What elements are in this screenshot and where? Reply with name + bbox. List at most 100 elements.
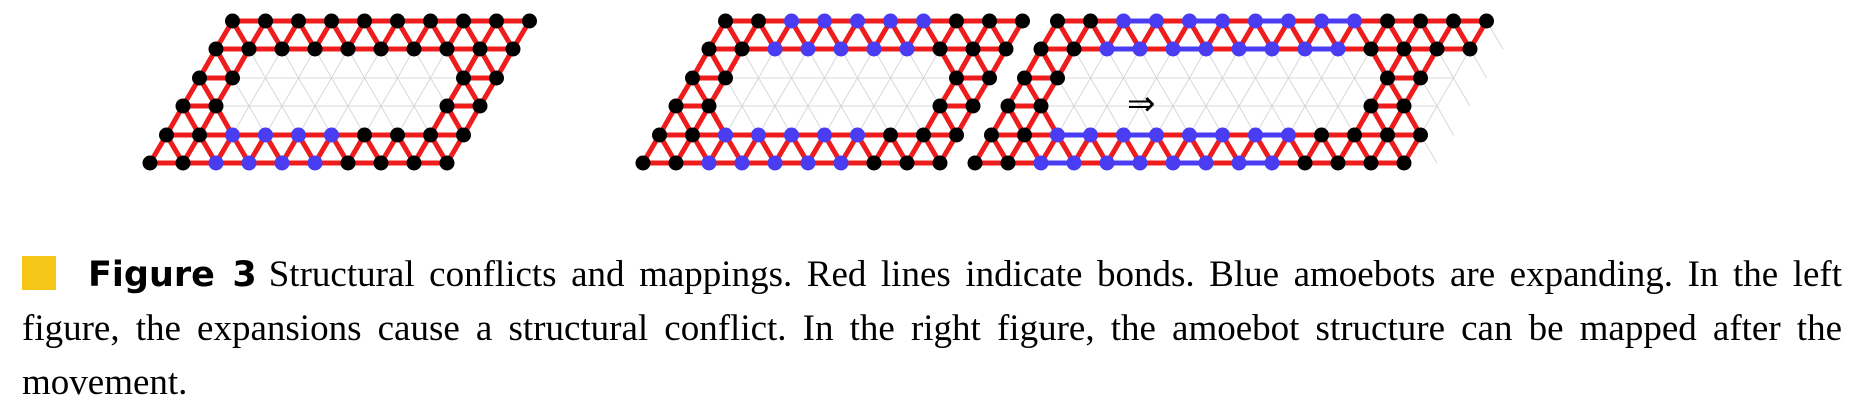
expanding-amoebot xyxy=(1149,13,1164,29)
expanding-amoebot xyxy=(258,127,273,143)
grid-line xyxy=(1123,77,1141,107)
expanding-amoebot xyxy=(850,127,865,143)
amoebot xyxy=(1396,98,1412,114)
amoebot xyxy=(1033,98,1049,114)
expanding-amoebot xyxy=(800,155,816,171)
amoebot xyxy=(357,127,372,143)
amoebot xyxy=(718,13,733,29)
expanding-amoebot xyxy=(1297,41,1313,57)
expanding-amoebot xyxy=(1149,127,1164,143)
amoebot xyxy=(685,70,700,86)
amoebot xyxy=(472,41,488,57)
amoebot xyxy=(1380,127,1395,143)
grid-line xyxy=(774,77,792,107)
amoebot xyxy=(175,155,191,171)
expanding-amoebot xyxy=(1083,127,1098,143)
expanding-amoebot xyxy=(1182,13,1197,29)
amoebot xyxy=(949,127,964,143)
expanding-amoebot xyxy=(800,41,816,57)
amoebot xyxy=(701,41,717,57)
amoebot xyxy=(1033,41,1049,57)
amoebot xyxy=(208,98,224,114)
expanding-amoebot xyxy=(833,155,849,171)
amoebot xyxy=(258,13,273,29)
expanding-amoebot xyxy=(718,127,733,143)
grid-line xyxy=(1436,77,1454,107)
grid-line xyxy=(1139,77,1157,107)
amoebot xyxy=(489,13,504,29)
expanding-amoebot xyxy=(1347,13,1362,29)
grid-line xyxy=(741,77,759,107)
amoebot xyxy=(192,70,207,86)
expanding-amoebot xyxy=(274,155,290,171)
grid-line xyxy=(1172,77,1190,107)
amoebot xyxy=(1363,41,1379,57)
amoebot xyxy=(225,70,240,86)
grid-line xyxy=(906,77,924,107)
amoebot xyxy=(307,41,323,57)
grid-line xyxy=(824,77,842,107)
expanding-amoebot xyxy=(1264,155,1280,171)
amoebot xyxy=(949,13,964,29)
amoebot xyxy=(685,127,700,143)
amoebot xyxy=(241,41,257,57)
grid-line xyxy=(380,77,398,107)
amoebot xyxy=(984,127,999,143)
amoebot xyxy=(883,127,898,143)
amoebot xyxy=(439,41,455,57)
expanding-amoebot xyxy=(1132,41,1148,57)
expanding-amoebot xyxy=(767,155,783,171)
amoebot xyxy=(225,13,240,29)
grid-line xyxy=(873,77,891,107)
amoebot xyxy=(866,155,882,171)
amoebot xyxy=(1297,155,1313,171)
amoebot xyxy=(1050,70,1065,86)
amoebot xyxy=(916,127,931,143)
amoebot xyxy=(734,41,750,57)
expanding-amoebot xyxy=(701,155,717,171)
amoebot xyxy=(967,155,983,171)
amoebot xyxy=(635,155,651,171)
expanding-amoebot xyxy=(784,127,799,143)
expanding-amoebot xyxy=(883,13,898,29)
caption-text: Structural conflicts and mappings. Red l… xyxy=(22,254,1842,403)
expanding-amoebot xyxy=(1066,155,1082,171)
expanding-amoebot xyxy=(1132,155,1148,171)
amoebot xyxy=(357,13,372,29)
grid-line xyxy=(857,77,875,107)
grid-line xyxy=(1073,77,1091,107)
amoebot xyxy=(965,98,981,114)
amoebot xyxy=(998,41,1014,57)
expanding-amoebot xyxy=(1198,155,1214,171)
expanding-amoebot xyxy=(1314,13,1329,29)
expanding-amoebot xyxy=(1165,41,1181,57)
caption-label: Figure 3 xyxy=(88,255,257,295)
expanding-amoebot xyxy=(734,155,750,171)
expanding-amoebot xyxy=(1050,127,1065,143)
expanding-amoebot xyxy=(1281,13,1296,29)
amoebot xyxy=(1413,13,1428,29)
amoebot xyxy=(1015,13,1030,29)
grid-line xyxy=(248,77,266,107)
amoebot xyxy=(652,127,667,143)
expanding-amoebot xyxy=(1165,155,1181,171)
grid-line xyxy=(1288,77,1306,107)
grid-line xyxy=(265,77,283,107)
expanding-amoebot xyxy=(1231,155,1247,171)
expanding-amoebot xyxy=(817,127,832,143)
amoebot xyxy=(1314,127,1329,143)
middle-panel-before-movement xyxy=(635,13,1030,171)
amoebot xyxy=(1083,13,1098,29)
grid-line xyxy=(1090,77,1108,107)
expanding-amoebot xyxy=(208,155,224,171)
amoebot xyxy=(668,155,684,171)
amoebot xyxy=(390,13,405,29)
implies-arrow: ⇒ xyxy=(1127,84,1156,124)
expanding-amoebot xyxy=(324,127,339,143)
grid-line xyxy=(1222,77,1240,107)
amoebot xyxy=(751,13,766,29)
amoebot xyxy=(982,13,997,29)
grid-line xyxy=(1189,77,1207,107)
amoebot xyxy=(1479,13,1494,29)
expanding-amoebot xyxy=(1116,127,1131,143)
